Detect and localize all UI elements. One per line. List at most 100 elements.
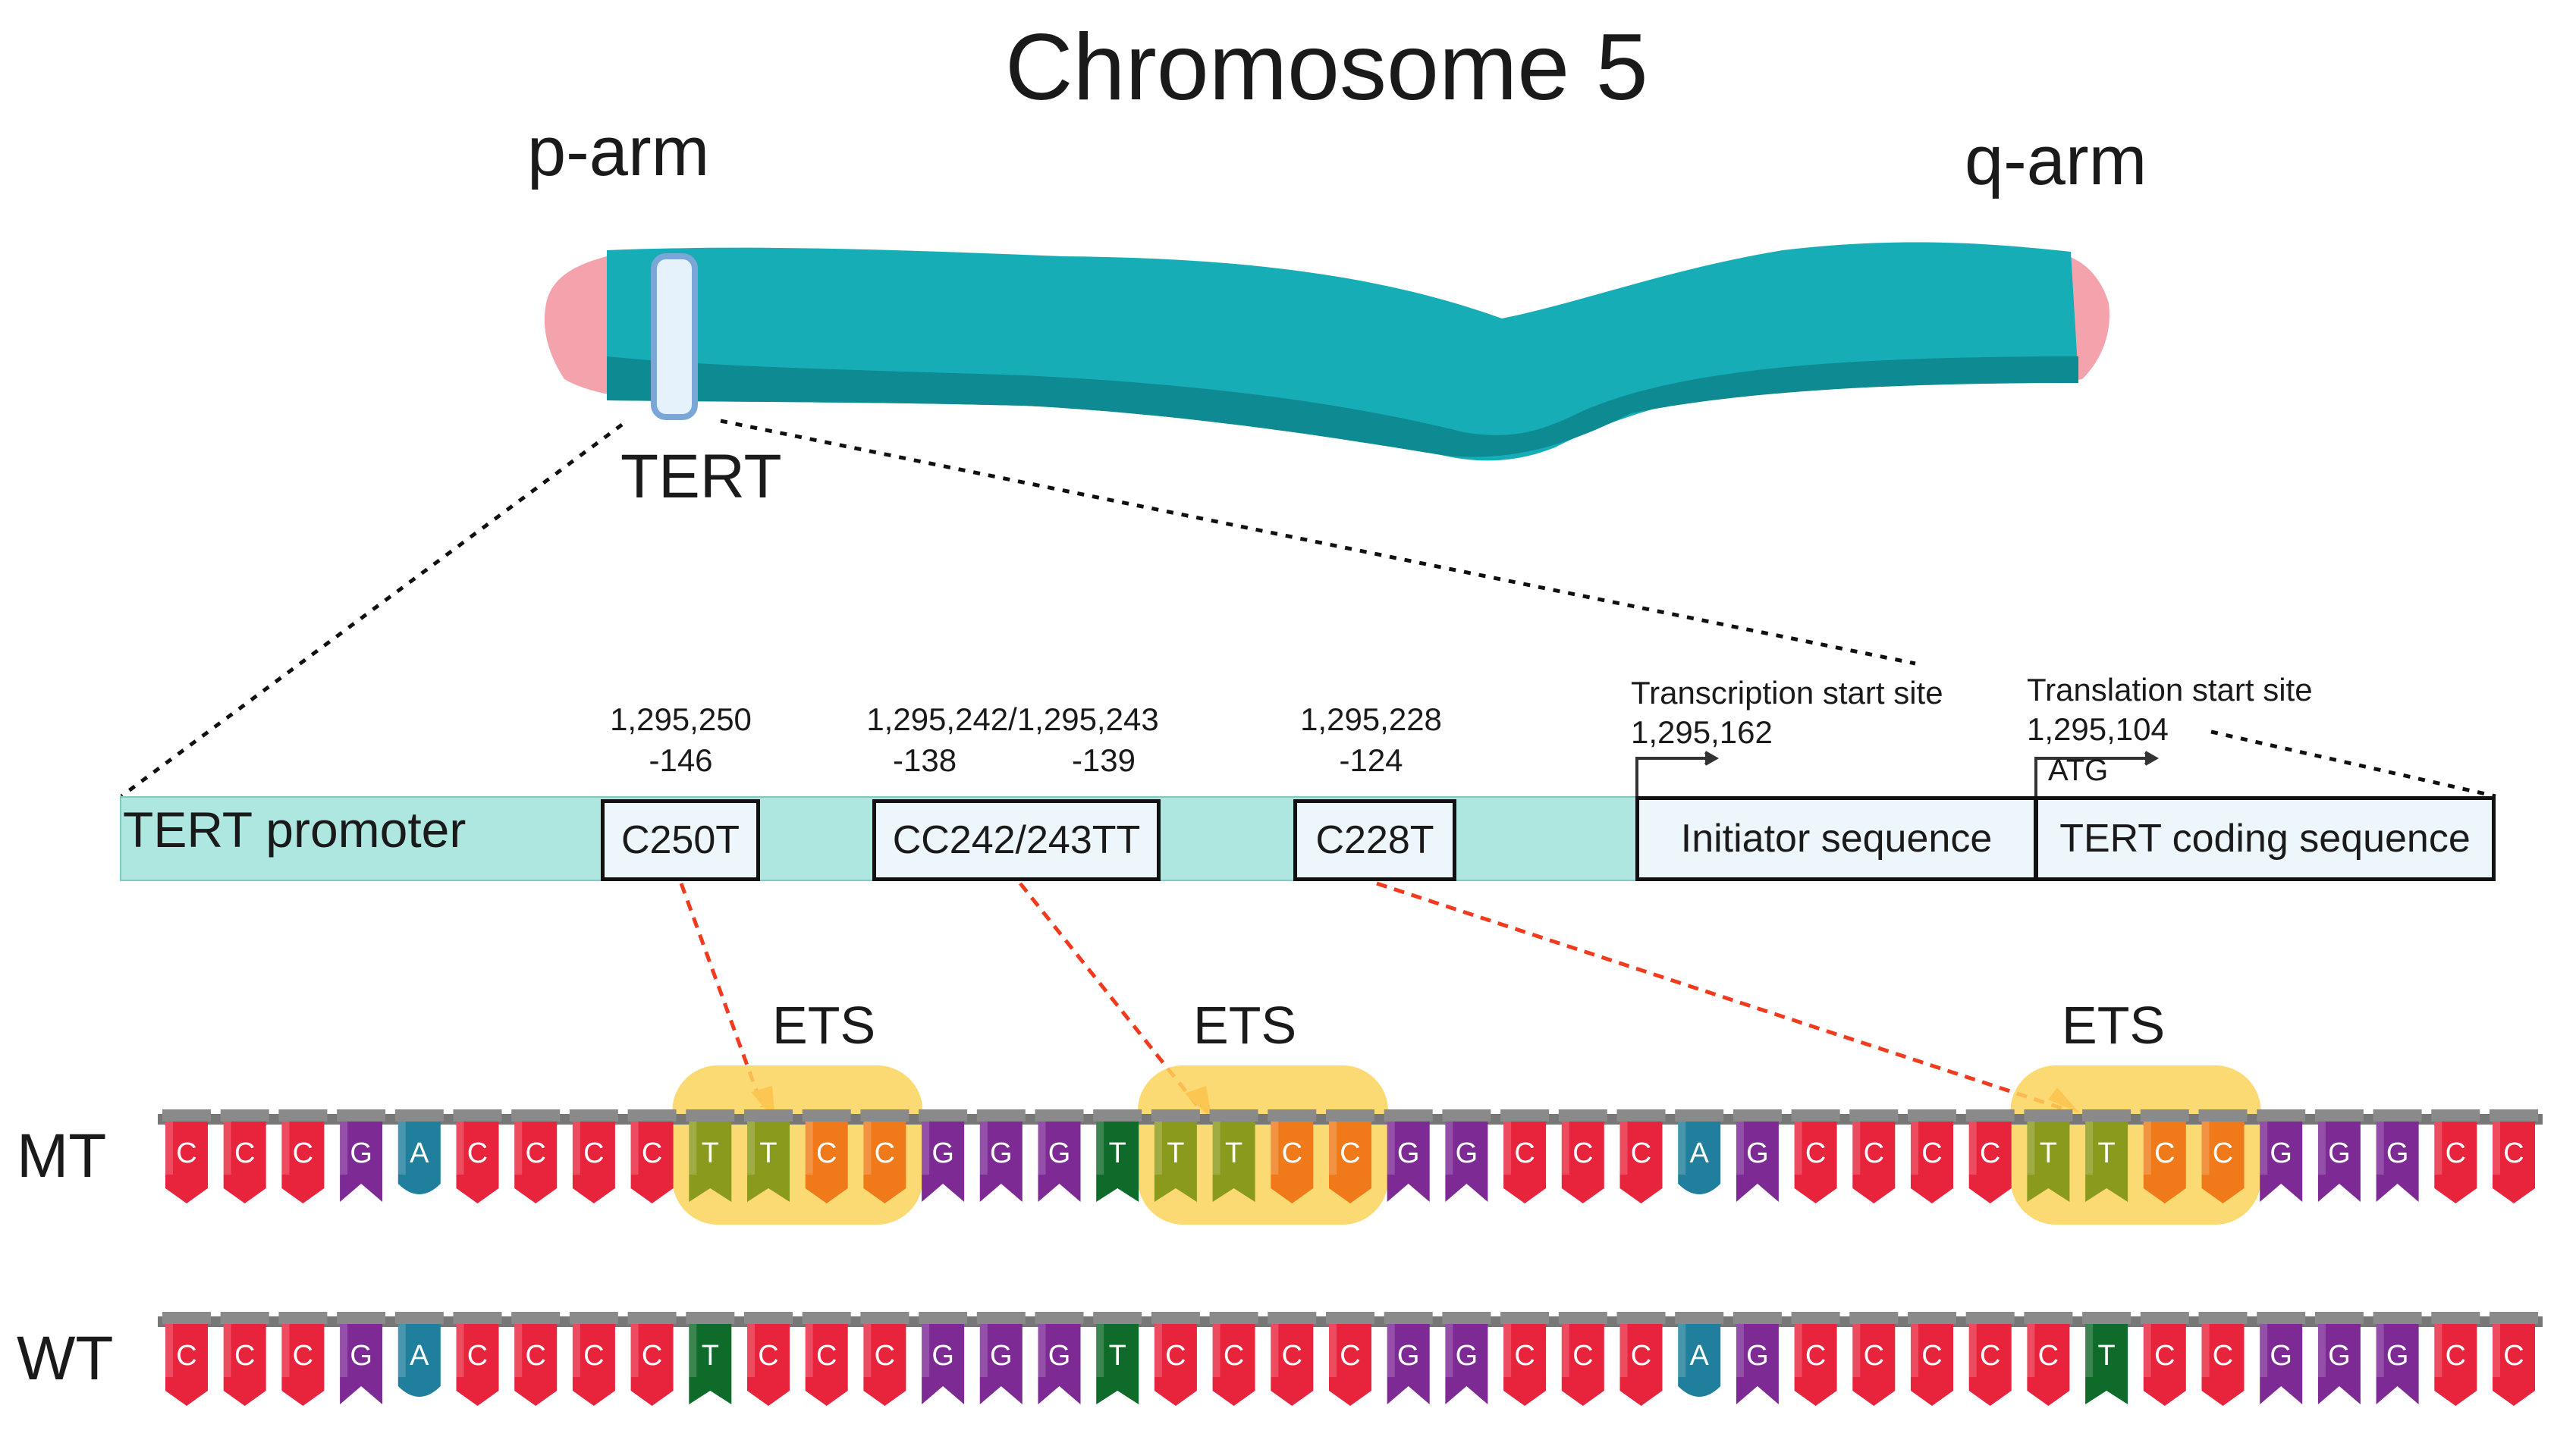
- nucleotide-highlight: [2317, 1324, 2326, 1377]
- nucleotide-highlight: [1561, 1122, 1569, 1175]
- nucleotide-shape: [340, 1324, 383, 1404]
- nucleotide-cap: [1675, 1312, 1724, 1324]
- transcription-start-label: Transcription start site: [1631, 675, 1943, 711]
- nucleotide-shape: [1096, 1122, 1139, 1202]
- nucleotide-highlight: [2085, 1122, 2094, 1175]
- nucleotide-letter: C: [1631, 1137, 1651, 1169]
- nucleotide-highlight: [1968, 1122, 1977, 1175]
- start-site-arrows: [1635, 751, 2160, 796]
- nucleotide-shape: [805, 1122, 848, 1203]
- translation-start-label: Translation start site: [2027, 672, 2313, 707]
- nucleotide-letter: G: [990, 1340, 1013, 1372]
- nucleotide-letter: G: [2386, 1340, 2409, 1372]
- nucleotide-letter: G: [2328, 1137, 2351, 1169]
- translation-start-coord: 1,295,104: [2027, 711, 2169, 747]
- nucleotide-wt-20: C: [1326, 1312, 1374, 1406]
- nucleotide-cap: [686, 1109, 735, 1122]
- nucleotide-mt-31: C: [1965, 1109, 2015, 1203]
- nucleotide-mt-21: G: [1384, 1109, 1433, 1202]
- nucleotide-letter: G: [1048, 1137, 1071, 1169]
- nucleotide-highlight: [1329, 1324, 1337, 1377]
- nucleotide-shape: [2434, 1122, 2477, 1203]
- nucleotide-highlight: [979, 1122, 988, 1175]
- nucleotide-cap: [394, 1312, 444, 1324]
- nucleotide-shape: [1852, 1324, 1896, 1406]
- nucleotide-wt-1: C: [220, 1312, 269, 1406]
- nucleotide-highlight: [1212, 1324, 1220, 1377]
- nucleotide-cap: [976, 1312, 1026, 1324]
- nucleotide-mt-9: T: [686, 1109, 735, 1202]
- nucleotide-letter: T: [2097, 1340, 2115, 1372]
- nucleotide-shape: [1736, 1324, 1779, 1404]
- mutation-box-c250t: C250T: [601, 799, 760, 881]
- nucleotide-cap: [1035, 1312, 1084, 1324]
- nucleotide-cap: [220, 1312, 269, 1324]
- nucleotide-cap: [1558, 1312, 1607, 1324]
- nucleotide-highlight: [2085, 1324, 2094, 1377]
- transcription-start-coord: 1,295,162: [1631, 714, 1773, 750]
- nucleotide-highlight: [1154, 1122, 1162, 1175]
- ets-highlight-2: [1137, 1065, 1388, 1225]
- nucleotide-shape: [1794, 1324, 1837, 1406]
- nucleotide-letter: C: [467, 1340, 488, 1372]
- nucleotide-letter: C: [1282, 1137, 1302, 1169]
- nucleotide-mt-10: T: [744, 1109, 793, 1202]
- nucleotide-highlight: [1736, 1324, 1744, 1377]
- ets-label-3: ETS: [2062, 996, 2166, 1055]
- nucleotide-highlight: [514, 1324, 523, 1377]
- nucleotide-wt-19: C: [1268, 1312, 1317, 1406]
- nucleotide-mt-6: C: [511, 1109, 561, 1203]
- nucleotide-mt-18: T: [1209, 1109, 1258, 1202]
- nucleotide-shape: [2201, 1324, 2245, 1406]
- nucleotide-cap: [569, 1109, 618, 1122]
- nucleotide-letter: C: [234, 1340, 255, 1372]
- nucleotide-letter: C: [642, 1340, 662, 1372]
- nucleotide-wt-27: G: [1733, 1312, 1782, 1404]
- coord-c250t-genomic: 1,295,250: [610, 701, 752, 737]
- nucleotide-cap: [1151, 1312, 1200, 1324]
- coord-c228t-relative: -124: [1339, 742, 1403, 778]
- nucleotide-wt-22: G: [1442, 1312, 1491, 1404]
- nucleotide-wt-21: G: [1384, 1312, 1433, 1404]
- coord-cc242-pos2: -139: [1071, 742, 1136, 778]
- nucleotide-wt-39: C: [2431, 1312, 2480, 1406]
- nucleotide-shape: [630, 1324, 674, 1406]
- nucleotide-letter: C: [1514, 1137, 1535, 1169]
- nucleotide-wt-34: C: [2140, 1312, 2189, 1406]
- nucleotide-highlight: [1445, 1122, 1453, 1175]
- nucleotide-letter: C: [1514, 1340, 1535, 1372]
- nucleotide-shape: [1911, 1324, 1953, 1406]
- nucleotide-shape: [2085, 1122, 2128, 1202]
- nucleotide-shape: [1561, 1324, 1604, 1406]
- nucleotide-shape: [2027, 1122, 2070, 1202]
- nucleotide-highlight: [1561, 1324, 1569, 1377]
- nucleotide-wt-13: G: [919, 1312, 968, 1404]
- nucleotide-cap: [1384, 1312, 1433, 1324]
- nucleotide-cap: [569, 1312, 618, 1324]
- nucleotide-shape: [1619, 1324, 1663, 1406]
- nucleotide-mt-11: C: [802, 1109, 851, 1203]
- nucleotide-shape: [456, 1122, 499, 1203]
- nucleotide-cap: [2373, 1109, 2422, 1122]
- nucleotide-cap: [337, 1312, 386, 1324]
- nucleotide-wt-11: C: [802, 1312, 851, 1406]
- nucleotide-shape: [1271, 1122, 1314, 1203]
- nucleotide-cap: [1326, 1312, 1374, 1324]
- nucleotide-highlight: [281, 1324, 290, 1377]
- nucleotide-highlight: [165, 1324, 173, 1377]
- nucleotide-highlight: [979, 1324, 988, 1377]
- ets-label-2: ETS: [1193, 996, 1297, 1055]
- nucleotide-highlight: [456, 1324, 464, 1377]
- nucleotide-cap: [1209, 1109, 1258, 1122]
- nucleotide-highlight: [1212, 1122, 1220, 1175]
- nucleotide-letter: T: [1167, 1137, 1184, 1169]
- nucleotide-letter: C: [293, 1340, 313, 1372]
- nucleotide-highlight: [2143, 1324, 2151, 1377]
- nucleotide-cap: [2490, 1312, 2538, 1324]
- nucleotide-cap: [2198, 1312, 2248, 1324]
- nucleotide-wt-35: C: [2198, 1312, 2248, 1406]
- nucleotide-wt-18: C: [1209, 1312, 1258, 1406]
- nucleotide-mt-3: G: [337, 1109, 386, 1202]
- nucleotide-shape: [340, 1122, 383, 1202]
- nucleotide-shape: [1387, 1122, 1430, 1202]
